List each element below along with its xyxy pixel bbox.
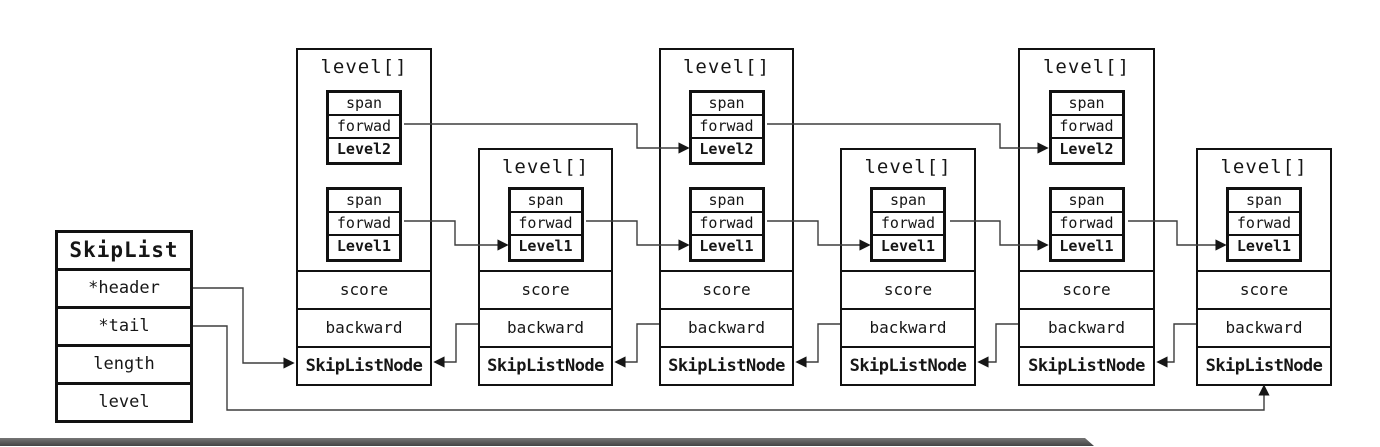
skiplist-struct-box: SkipList *header *tail length level xyxy=(55,230,193,423)
forward-cell: forwad xyxy=(1051,213,1122,236)
span-cell: span xyxy=(1051,93,1122,116)
node-type-row: SkipListNode xyxy=(1018,346,1155,386)
forward-cell: forwad xyxy=(1051,116,1122,139)
level1-entry: span forwad Level1 xyxy=(688,187,765,262)
level-label: Level2 xyxy=(329,139,399,162)
skiplist-field-level: level xyxy=(55,382,193,423)
node-title: level[] xyxy=(1220,156,1308,178)
score-row: score xyxy=(1018,270,1155,310)
level-label: Level1 xyxy=(1051,236,1122,259)
node-title: level[] xyxy=(501,156,590,178)
forward-cell: forwad xyxy=(691,213,762,236)
level-label: Level1 xyxy=(510,236,581,259)
forward-cell: forwad xyxy=(691,116,762,139)
node-title: level[] xyxy=(1042,56,1131,78)
arrow-backward-n3-n2-icon xyxy=(614,323,659,368)
level2-entry: span forwad Level2 xyxy=(1048,90,1125,165)
level2-entry: span forwad Level2 xyxy=(326,90,402,165)
node-type-row: SkipListNode xyxy=(840,346,976,386)
node-type-row: SkipListNode xyxy=(659,346,794,386)
level1-entry: span forwad Level1 xyxy=(870,187,946,262)
arrow-level2-n3-n5-icon xyxy=(767,123,1049,154)
score-row: score xyxy=(1196,270,1332,310)
backward-row: backward xyxy=(1018,308,1155,348)
node-type-row: SkipListNode xyxy=(296,346,432,386)
node-2: level[] span forwad Level1 score backwar… xyxy=(478,148,613,386)
node-title: level[] xyxy=(864,156,952,178)
backward-row: backward xyxy=(296,308,432,348)
forward-cell: forwad xyxy=(873,213,943,236)
skiplist-field-tail: *tail xyxy=(55,306,193,347)
span-cell: span xyxy=(1229,190,1299,213)
level-label: Level2 xyxy=(691,139,762,162)
forward-cell: forwad xyxy=(1229,213,1299,236)
backward-row: backward xyxy=(478,308,613,348)
node-type-row: SkipListNode xyxy=(1196,346,1332,386)
arrow-backward-n4-n3-icon xyxy=(795,323,840,368)
span-cell: span xyxy=(691,93,762,116)
level-label: Level1 xyxy=(691,236,762,259)
span-cell: span xyxy=(873,190,943,213)
span-cell: span xyxy=(510,190,581,213)
span-cell: span xyxy=(1051,190,1122,213)
skiplist-struct-title: SkipList xyxy=(55,230,193,271)
level1-entry: span forwad Level1 xyxy=(507,187,584,262)
level1-entry: span forwad Level1 xyxy=(326,187,402,262)
score-row: score xyxy=(659,270,794,310)
level-label: Level2 xyxy=(1051,139,1122,162)
node-5: level[] span forwad Level2 span forwad L… xyxy=(1018,48,1155,386)
arrow-level2-n1-n3-icon xyxy=(404,123,690,154)
arrow-backward-n6-n5-icon xyxy=(1156,323,1196,368)
arrow-backward-n2-n1-icon xyxy=(433,323,478,368)
node-6: level[] span forwad Level1 score backwar… xyxy=(1196,148,1332,386)
span-cell: span xyxy=(329,93,399,116)
level1-entry: span forwad Level1 xyxy=(1226,187,1302,262)
score-row: score xyxy=(478,270,613,310)
node-4: level[] span forwad Level1 score backwar… xyxy=(840,148,976,386)
score-row: score xyxy=(840,270,976,310)
node-title: level[] xyxy=(320,56,408,78)
arrow-backward-n5-n4-icon xyxy=(977,323,1018,368)
skiplist-field-header: *header xyxy=(55,268,193,309)
backward-row: backward xyxy=(659,308,794,348)
backward-row: backward xyxy=(1196,308,1332,348)
node-title: level[] xyxy=(682,56,771,78)
node-type-row: SkipListNode xyxy=(478,346,613,386)
progress-bar[interactable] xyxy=(0,438,1094,446)
level-label: Level1 xyxy=(873,236,943,259)
skiplist-field-length: length xyxy=(55,344,193,385)
score-row: score xyxy=(296,270,432,310)
forward-cell: forwad xyxy=(329,213,399,236)
level1-entry: span forwad Level1 xyxy=(1048,187,1125,262)
backward-row: backward xyxy=(840,308,976,348)
span-cell: span xyxy=(329,190,399,213)
arrow-header-to-node1-icon xyxy=(193,287,295,369)
span-cell: span xyxy=(691,190,762,213)
level-label: Level1 xyxy=(329,236,399,259)
node-3: level[] span forwad Level2 span forwad L… xyxy=(659,48,794,386)
level-label: Level1 xyxy=(1229,236,1299,259)
forward-cell: forwad xyxy=(329,116,399,139)
level2-entry: span forwad Level2 xyxy=(688,90,765,165)
node-1: level[] span forwad Level2 span forwad L… xyxy=(296,48,432,386)
forward-cell: forwad xyxy=(510,213,581,236)
